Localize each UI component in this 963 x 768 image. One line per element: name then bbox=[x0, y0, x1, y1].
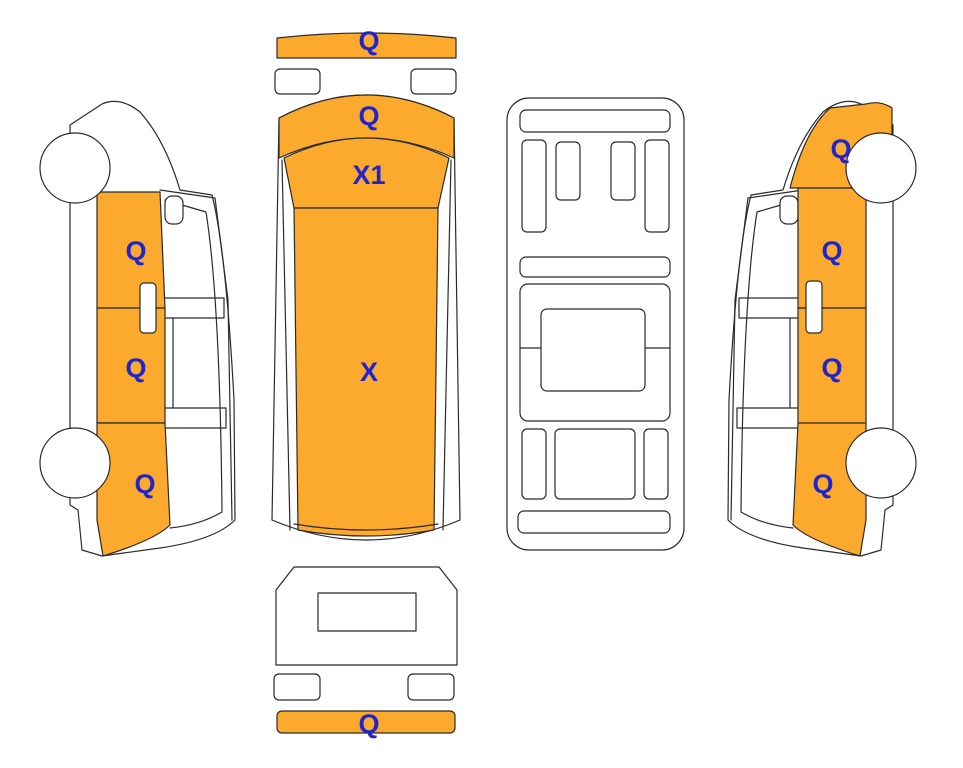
rear-view bbox=[273, 566, 458, 734]
rear-bumper-label: Q bbox=[358, 709, 379, 739]
windshield-label: X1 bbox=[352, 160, 385, 190]
right-rear-wheel bbox=[845, 427, 917, 499]
roof-label: X bbox=[360, 357, 378, 387]
front-bumper-shape[interactable] bbox=[276, 32, 457, 59]
front-view-top bbox=[274, 32, 457, 95]
rear-right-light bbox=[407, 673, 455, 701]
left-rear-wheel bbox=[39, 427, 111, 499]
right-front-door-label: Q bbox=[821, 236, 842, 266]
rear-bumper-shape[interactable] bbox=[276, 710, 456, 734]
left-front-fender-label: Q bbox=[125, 236, 146, 266]
left-rear-door-label: Q bbox=[134, 469, 155, 499]
right-side-view bbox=[727, 100, 917, 557]
underside-view bbox=[506, 97, 685, 551]
left-front-door-label: Q bbox=[125, 353, 146, 383]
roof-shape[interactable] bbox=[293, 207, 439, 537]
rear-left-light bbox=[273, 673, 321, 701]
damage-labels: Q Q X1 X Q Q Q Q Q Q Q Q bbox=[125, 26, 851, 739]
windshield-shape[interactable] bbox=[283, 137, 450, 209]
right-rear-door-upper-label: Q bbox=[821, 353, 842, 383]
right-rear-door-lower-label: Q bbox=[812, 469, 833, 499]
rear-window bbox=[317, 592, 417, 632]
left-rear-door-shape[interactable] bbox=[96, 422, 171, 557]
right-front-fender-label: Q bbox=[830, 134, 851, 164]
front-right-light bbox=[410, 68, 457, 95]
left-side-view bbox=[39, 100, 236, 557]
top-view bbox=[271, 94, 461, 541]
hood-label: Q bbox=[358, 101, 379, 131]
left-front-wheel bbox=[39, 132, 111, 204]
right-rear-door-shape[interactable] bbox=[792, 307, 867, 557]
right-front-wheel bbox=[845, 132, 917, 204]
front-left-light bbox=[274, 68, 321, 95]
front-bumper-label: Q bbox=[358, 26, 379, 56]
